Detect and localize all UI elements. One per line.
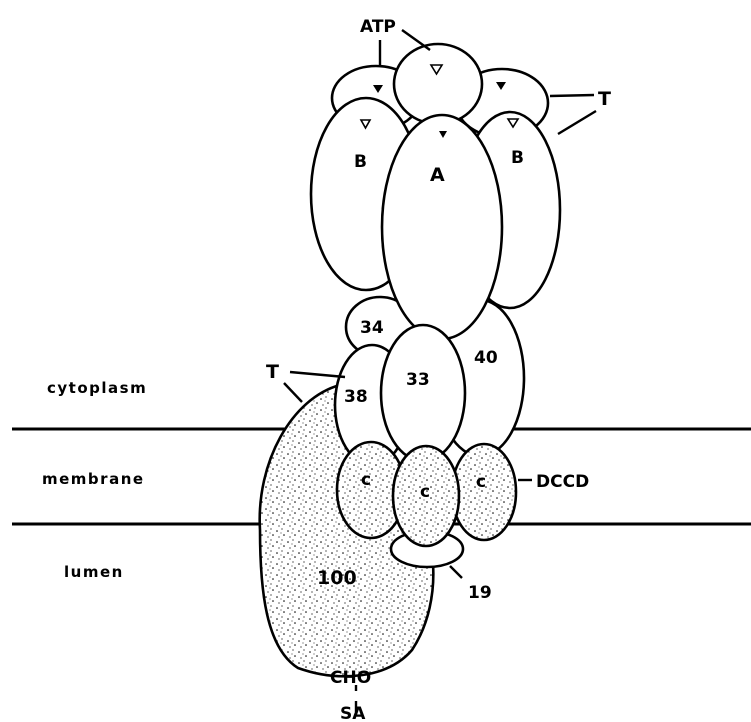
subunit-a (382, 115, 502, 339)
t-top-leader-lower (558, 111, 596, 134)
subunit-c-right-label: c (476, 472, 486, 492)
subunit-c-right (452, 444, 516, 540)
subunit-c-center-label: c (420, 482, 430, 502)
t-left-label: T (266, 361, 279, 383)
membrane-label: membrane (42, 470, 145, 488)
sa-label: SA (340, 704, 366, 722)
subunit-head-top (394, 44, 482, 124)
t-left-leader-upper (290, 372, 345, 377)
subunit-19-leader (450, 566, 462, 578)
lumen-label: lumen (64, 563, 124, 581)
atp-label: ATP (360, 17, 396, 37)
subunit-33 (381, 325, 465, 461)
t-top-leader-upper (550, 95, 594, 96)
t-top-label: T (598, 88, 611, 110)
subunit-19-label: 19 (468, 583, 492, 603)
t-left-leader-lower (284, 383, 302, 402)
subunit-100-label: 100 (317, 567, 357, 589)
subunit-33-label: 33 (406, 370, 430, 390)
atp-leader-2 (402, 30, 430, 50)
subunit-34-label: 34 (360, 318, 384, 338)
subunit-38-label: 38 (344, 387, 368, 407)
subunit-a-label: A (430, 164, 445, 186)
cho-label: CHO (330, 668, 371, 688)
cytoplasm-label: cytoplasm (47, 379, 147, 397)
subunit-b-right-label: B (511, 148, 524, 168)
dccd-label: DCCD (536, 472, 589, 492)
subunit-40-label: 40 (474, 348, 498, 368)
subunit-b-left-label: B (354, 152, 367, 172)
subunit-c-left-label: c (361, 470, 371, 490)
